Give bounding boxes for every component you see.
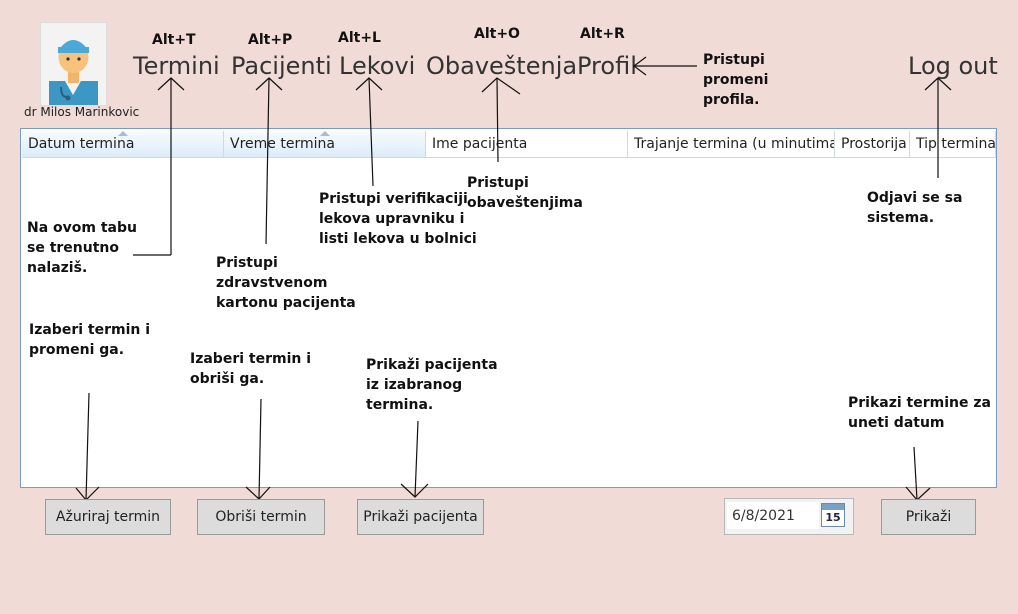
date-input[interactable] [727, 502, 819, 529]
column-header-vreme[interactable]: Vreme termina [224, 131, 426, 158]
sort-asc-icon [118, 131, 128, 136]
prikazi-button[interactable]: Prikaži [881, 499, 976, 535]
column-header-ime[interactable]: Ime pacijenta [426, 131, 628, 158]
hotkey-profil: Alt+R [580, 26, 625, 42]
hotkey-lekovi: Alt+L [338, 30, 381, 46]
appointments-table[interactable]: Datum termina Vreme termina Ime pacijent… [20, 128, 997, 488]
logout-link[interactable]: Log out [908, 52, 998, 80]
sort-asc-icon [320, 131, 330, 136]
azuriraj-termin-button[interactable]: Ažuriraj termin [45, 499, 171, 535]
tab-termini[interactable]: Termini [133, 52, 220, 80]
tab-profil[interactable]: Profil [577, 52, 637, 80]
doctor-avatar [40, 22, 107, 106]
column-header-prostorija[interactable]: Prostorija [835, 131, 910, 158]
column-header-trajanje[interactable]: Trajanje termina (u minutima) [628, 131, 835, 158]
hotkey-obavestenja: Alt+O [474, 26, 520, 42]
date-picker[interactable]: 15 [724, 498, 854, 535]
tab-lekovi[interactable]: Lekovi [339, 52, 416, 80]
hotkey-pacijenti: Alt+P [248, 32, 293, 48]
prikazi-pacijenta-button[interactable]: Prikaži pacijenta [357, 499, 484, 535]
tab-obavestenja[interactable]: Obaveštenja [426, 52, 578, 80]
doctor-name: dr Milos Marinkovic [24, 105, 140, 119]
calendar-icon[interactable]: 15 [821, 503, 845, 527]
column-header-datum[interactable]: Datum termina [22, 131, 224, 158]
hotkey-termini: Alt+T [152, 32, 196, 48]
tab-pacijenti[interactable]: Pacijenti [231, 52, 332, 80]
column-header-tip[interactable]: Tip termina [910, 131, 996, 158]
obrisi-termin-button[interactable]: Obriši termin [197, 499, 325, 535]
